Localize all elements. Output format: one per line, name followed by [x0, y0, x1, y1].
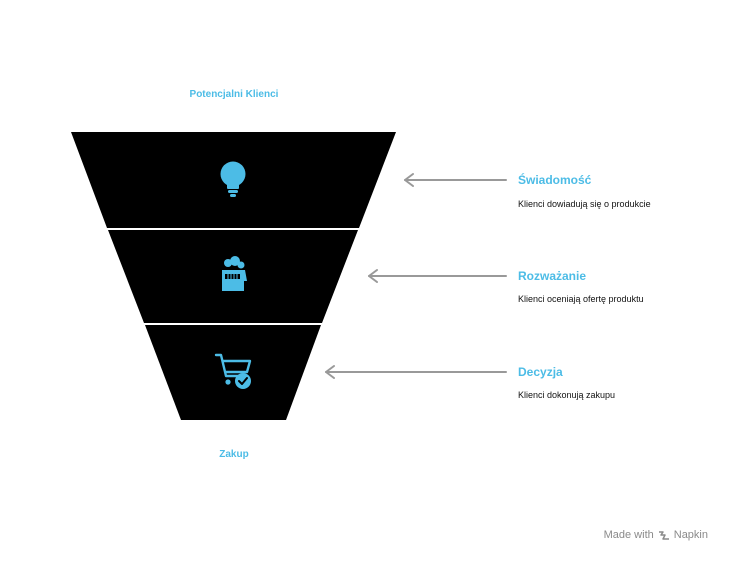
funnel-top-label: Potencjalni Klienci: [189, 89, 279, 100]
made-with-napkin-footer: Made with Napkin: [604, 529, 708, 541]
stage-title-decision: Decyzja: [518, 365, 563, 379]
cart-check-icon: [214, 353, 252, 389]
stage-description-awareness: Klienci dowiadują się o produkcie: [518, 199, 651, 209]
funnel-bottom-label: Zakup: [219, 449, 249, 460]
stage-title-awareness: Świadomość: [518, 173, 592, 187]
stage-title-consideration: Rozważanie: [518, 269, 587, 283]
made-with-text: Made with: [603, 529, 654, 541]
arrow-awareness: [404, 173, 507, 187]
napkin-logo-icon: [658, 530, 669, 540]
stage-description-consideration: Klienci oceniają ofertę produktu: [518, 294, 644, 304]
napkin-brand-text: Napkin: [673, 529, 708, 541]
arrow-decision: [325, 365, 507, 379]
arrow-consideration: [368, 269, 507, 283]
head-thinking-icon: [222, 256, 247, 291]
lightbulb-icon: [220, 161, 246, 197]
stage-description-decision: Klienci dokonują zakupu: [518, 390, 616, 400]
